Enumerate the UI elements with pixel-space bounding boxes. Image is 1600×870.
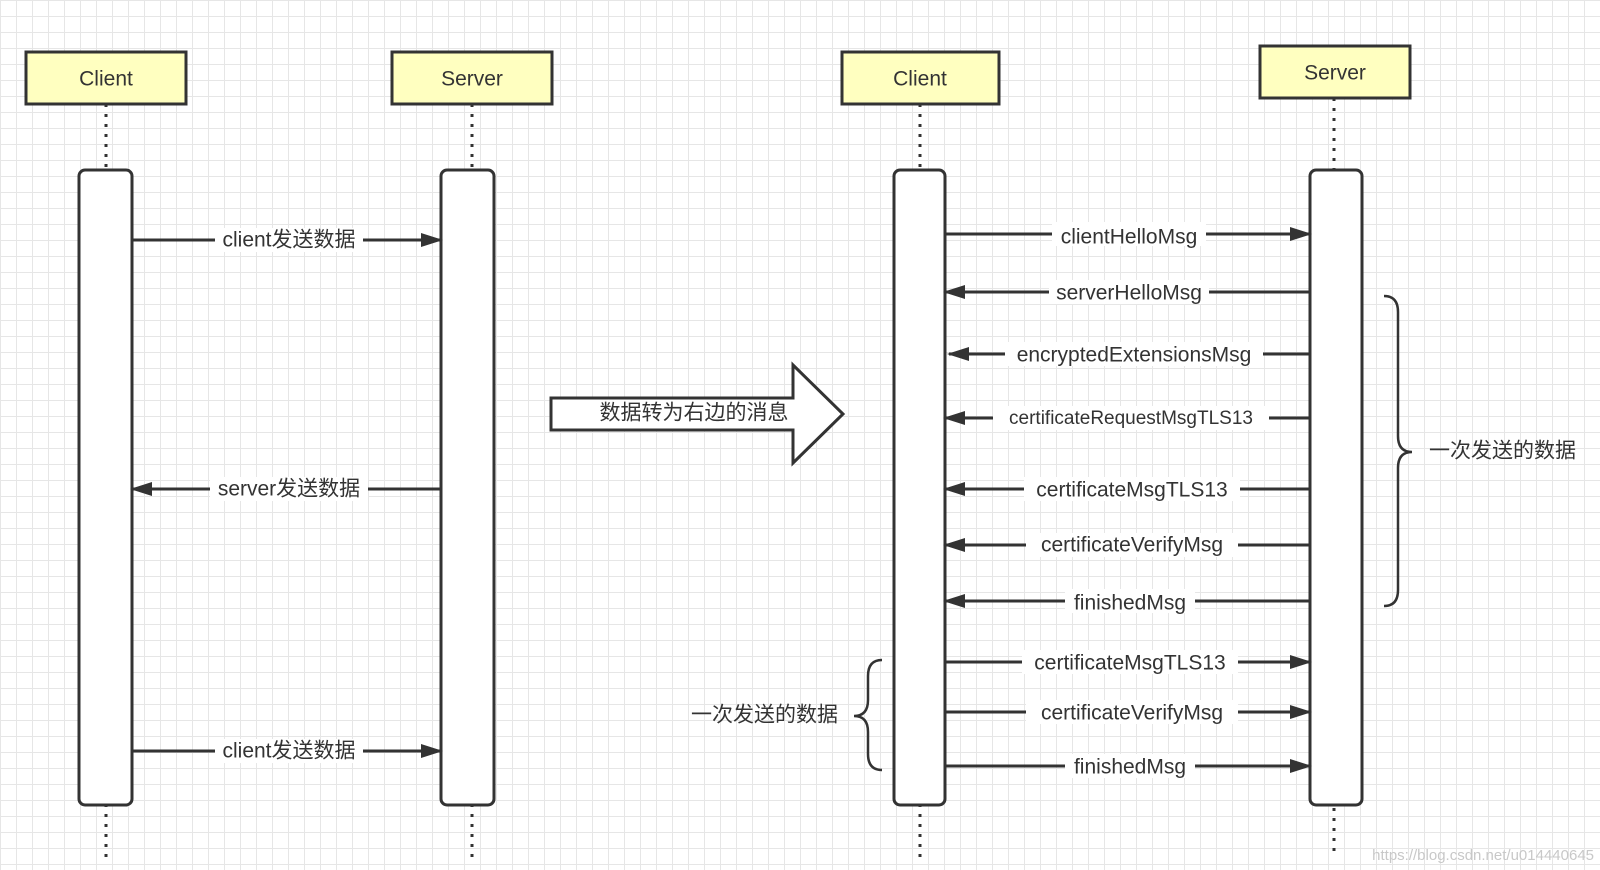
right-sequence-diagram: Client Server clientHelloMsg serverHello… [691, 44, 1576, 860]
right-client-label: Client [893, 68, 947, 91]
right-message-finished-c2s: finishedMsg [945, 754, 1312, 779]
right-message-certificate-verify-c2s-label: certificateVerifyMsg [1041, 702, 1223, 725]
left-message-2-label: server发送数据 [218, 478, 360, 501]
right-message-certificate-request-label: certificateRequestMsgTLS13 [1009, 408, 1253, 429]
right-message-certificate-c2s-label: certificateMsgTLS13 [1034, 652, 1225, 675]
left-message-3: client发送数据 [132, 739, 443, 763]
server-flight-brace: 一次发送的数据 [1383, 294, 1576, 608]
right-client-activation [892, 168, 947, 807]
right-message-finished-c2s-label: finishedMsg [1074, 756, 1186, 779]
right-server-actor: Server [1258, 44, 1412, 100]
server-flight-brace-shape [1383, 294, 1413, 608]
right-message-finished-s2c-label: finishedMsg [1074, 592, 1186, 615]
left-message-2: server发送数据 [130, 477, 441, 501]
right-message-certificate-verify-s2c-label: certificateVerifyMsg [1041, 534, 1223, 557]
left-client-actor: Client [24, 50, 188, 106]
left-client-label: Client [79, 68, 133, 91]
right-message-certificate-s2c-label: certificateMsgTLS13 [1036, 479, 1227, 502]
left-server-label: Server [441, 68, 503, 91]
client-flight-brace: 一次发送的数据 [691, 658, 883, 772]
right-message-certificate-verify-s2c: certificateVerifyMsg [943, 533, 1310, 557]
left-sequence-diagram: Client Server client发送数据 server发送数据 clie… [24, 50, 554, 860]
right-server-activation [1308, 168, 1364, 807]
watermark: https://blog.csdn.net/u014440645 [1372, 847, 1594, 864]
right-message-client-hello: clientHelloMsg [945, 222, 1312, 249]
transform-arrow-label: 数据转为右边的消息 [600, 402, 789, 425]
right-message-encrypted-extensions-label: encryptedExtensionsMsg [1017, 344, 1252, 367]
right-message-encrypted-extensions: encryptedExtensionsMsg [947, 342, 1310, 367]
right-message-certificate-c2s: certificateMsgTLS13 [945, 650, 1312, 675]
right-message-certificate-verify-c2s: certificateVerifyMsg [945, 700, 1312, 725]
right-message-certificate-request: certificateRequestMsgTLS13 [943, 406, 1310, 430]
left-server-activation [439, 168, 496, 807]
client-flight-brace-label: 一次发送的数据 [691, 704, 838, 727]
right-client-actor: Client [840, 50, 1001, 106]
transform-arrow-shape [549, 361, 846, 467]
left-message-3-label: client发送数据 [222, 740, 355, 763]
transform-arrow: 数据转为右边的消息 [549, 361, 846, 467]
right-message-client-hello-label: clientHelloMsg [1061, 226, 1198, 249]
left-message-1-label: client发送数据 [222, 229, 355, 252]
right-message-server-hello-label: serverHelloMsg [1056, 282, 1202, 305]
right-server-label: Server [1304, 62, 1366, 85]
left-message-1: client发送数据 [132, 228, 443, 252]
client-flight-brace-shape [853, 658, 883, 772]
server-flight-brace-label: 一次发送的数据 [1429, 440, 1576, 463]
right-message-server-hello: serverHelloMsg [943, 280, 1310, 305]
left-client-activation [77, 168, 134, 807]
left-server-actor: Server [390, 50, 554, 106]
right-message-finished-s2c: finishedMsg [943, 589, 1310, 615]
right-message-certificate-s2c: certificateMsgTLS13 [943, 477, 1310, 502]
